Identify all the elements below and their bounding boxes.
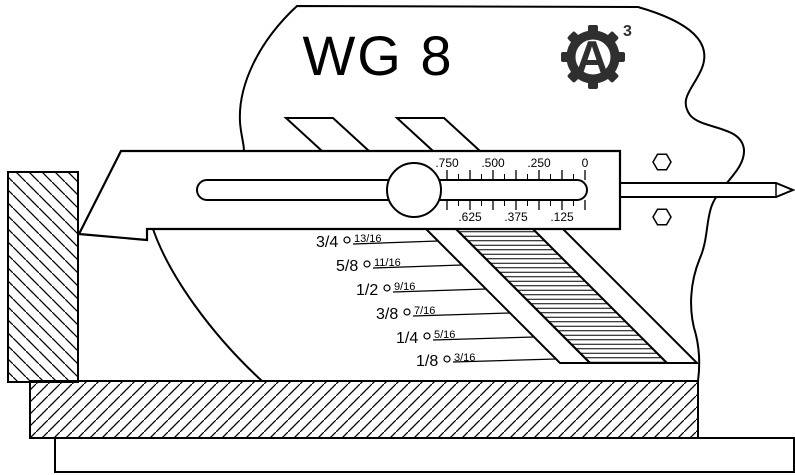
scale-label: .125 bbox=[550, 210, 574, 224]
marker-dot bbox=[383, 284, 391, 292]
weld-size-row: 3/8 7/16 bbox=[376, 305, 511, 323]
leader-line bbox=[452, 358, 557, 363]
marker-dot bbox=[443, 355, 451, 363]
minor-fraction: 13/16 bbox=[354, 233, 382, 245]
weld-size-row: 3/4 13/16 bbox=[316, 233, 439, 251]
scale-label: 0 bbox=[582, 156, 589, 170]
scale-labels-top: .750 .500 .250 0 bbox=[435, 156, 588, 170]
major-fraction: 1/8 bbox=[416, 353, 438, 370]
hex-fastener-bottom bbox=[652, 208, 672, 226]
scale-label: .250 bbox=[527, 156, 551, 170]
major-fraction: 5/8 bbox=[336, 258, 358, 275]
scale-label: .500 bbox=[481, 156, 505, 170]
gear-icon bbox=[561, 25, 625, 89]
marker-dot bbox=[363, 260, 371, 268]
major-fraction: 1/4 bbox=[396, 330, 418, 347]
marker-dot bbox=[343, 236, 351, 244]
leader-line bbox=[432, 336, 535, 341]
major-fraction: 3/4 bbox=[316, 234, 338, 251]
minor-fraction: 9/16 bbox=[394, 281, 415, 293]
logo-letter: A bbox=[575, 31, 608, 83]
drawing-title: WG 8 bbox=[302, 24, 453, 87]
minor-fraction: 11/16 bbox=[374, 257, 401, 269]
hex-fastener-top bbox=[652, 153, 672, 171]
base-bar bbox=[54, 437, 795, 473]
logo-superscript: 3 bbox=[623, 23, 632, 40]
scale-label: .375 bbox=[504, 210, 528, 224]
vertical-plate bbox=[7, 171, 79, 383]
thumb-wheel bbox=[386, 162, 442, 218]
marker-dot bbox=[423, 332, 431, 340]
major-fraction: 1/2 bbox=[356, 282, 378, 299]
leader-line bbox=[412, 312, 511, 317]
leader-line bbox=[392, 288, 487, 293]
scale-labels-bottom: .625 .375 .125 bbox=[458, 210, 574, 224]
marker-dot bbox=[403, 308, 411, 316]
leader-line bbox=[352, 240, 439, 245]
manufacturer-logo: A 3 bbox=[561, 23, 632, 89]
scale-ticks-bottom-minor bbox=[458, 200, 574, 206]
pointer-rod bbox=[599, 182, 795, 198]
weld-size-row: 1/8 3/16 bbox=[416, 352, 557, 370]
leader-line bbox=[372, 264, 463, 269]
minor-fraction: 5/16 bbox=[434, 329, 455, 341]
scale-label: .750 bbox=[435, 156, 459, 170]
weld-size-row: 1/4 5/16 bbox=[396, 329, 535, 347]
major-fraction: 3/8 bbox=[376, 306, 398, 323]
minor-fraction: 7/16 bbox=[414, 305, 435, 317]
weld-size-callouts: 3/4 13/16 5/8 11/16 1/2 9/16 3/8 7/16 1/… bbox=[316, 233, 557, 370]
scale-ticks-bottom-major bbox=[446, 200, 586, 210]
weld-size-row: 1/2 9/16 bbox=[356, 281, 487, 299]
scale-ticks-top-major bbox=[446, 170, 586, 180]
scale-label: .625 bbox=[458, 210, 482, 224]
scale-ticks-top-minor bbox=[458, 174, 574, 180]
base-plate bbox=[29, 380, 699, 439]
weld-size-row: 5/8 11/16 bbox=[336, 257, 463, 275]
